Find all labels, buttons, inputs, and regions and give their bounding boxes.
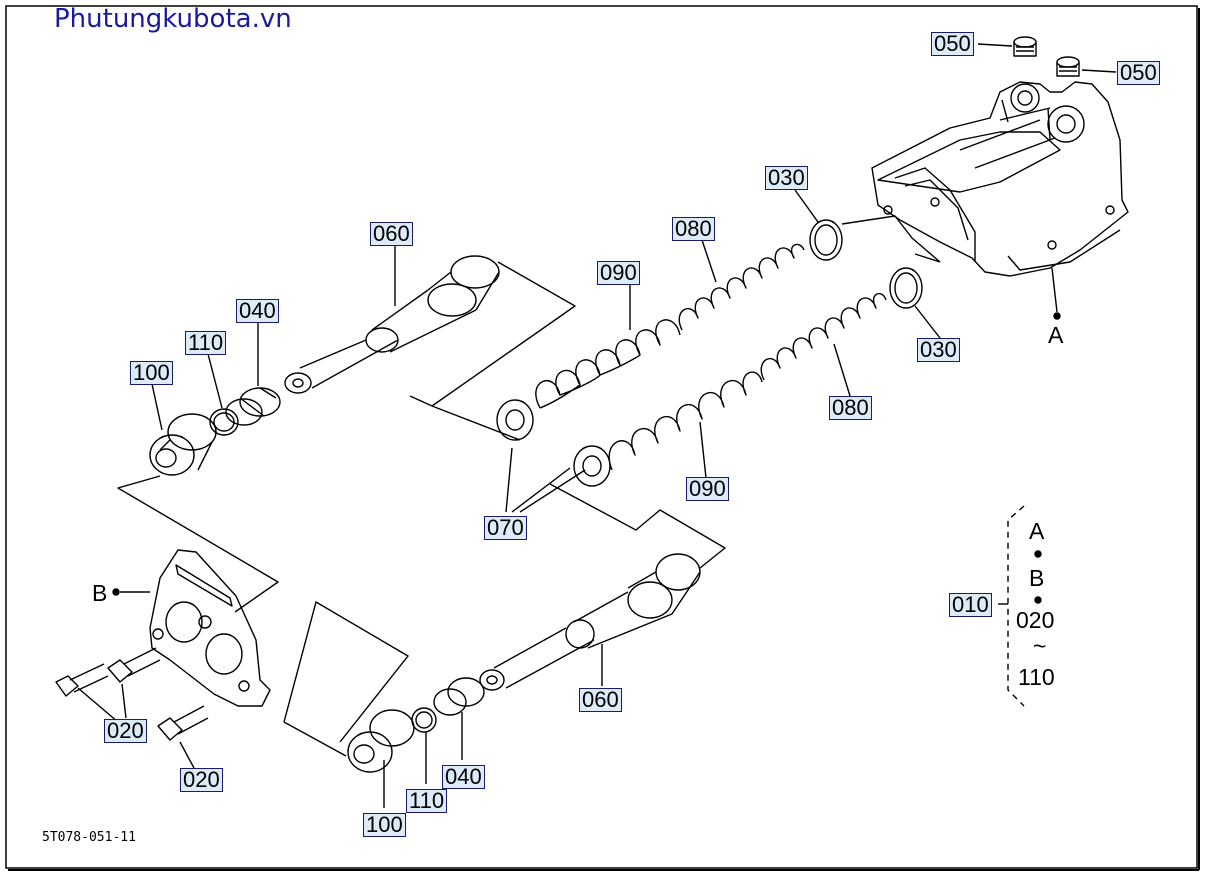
bolt-020-c [157, 705, 209, 741]
reference-letter-a: A [1048, 322, 1064, 348]
callout-060-upper[interactable]: 060 [370, 222, 413, 246]
spring-080-upper [678, 239, 805, 331]
valve-housing [871, 81, 1129, 313]
spring-090-upper [535, 284, 681, 409]
callout-040-lower[interactable]: 040 [442, 765, 485, 789]
ring-030-lower [889, 267, 923, 309]
callout-040-upper[interactable]: 040 [236, 299, 279, 323]
point-b-dot [112, 588, 120, 596]
callout-020-bottom[interactable]: 020 [180, 768, 223, 792]
callout-050-left[interactable]: 050 [931, 32, 974, 56]
spring-080-lower [760, 292, 887, 397]
cap-100-lower [347, 709, 415, 808]
diagram-code: 5T078-051-11 [42, 830, 136, 845]
callout-030-lower[interactable]: 030 [917, 338, 960, 362]
legend-range-tilde: ~ [1033, 633, 1047, 659]
callout-070[interactable]: 070 [484, 516, 527, 540]
washer-070-upper [496, 399, 534, 441]
callout-010[interactable]: 010 [949, 593, 992, 617]
legend-bracket [1007, 505, 1025, 707]
callout-110-lower[interactable]: 110 [406, 789, 448, 813]
spool-060-upper [284, 233, 500, 394]
legend-letter-b: B [1029, 565, 1045, 591]
callout-050-right[interactable]: 050 [1117, 61, 1160, 85]
plug-050-right [1056, 56, 1080, 77]
spool-060-lower [479, 553, 701, 691]
callout-110-upper[interactable]: 110 [185, 331, 227, 355]
washer-070-lower [573, 445, 611, 487]
callout-100-lower[interactable]: 100 [363, 813, 406, 837]
callout-090-upper[interactable]: 090 [597, 261, 640, 285]
callout-080-lower[interactable]: 080 [829, 396, 872, 420]
cover-plate [120, 549, 271, 707]
ring-030-upper [809, 219, 843, 261]
callout-080-upper[interactable]: 080 [672, 217, 715, 241]
callout-100-upper[interactable]: 100 [130, 361, 173, 385]
legend-letter-a: A [1029, 518, 1045, 544]
cap-100-upper [149, 383, 217, 476]
watermark-text: Phutungkubota.vn [54, 4, 292, 34]
plug-050-left [1013, 36, 1037, 57]
oring-110-upper [209, 408, 239, 436]
point-a-dot [1053, 312, 1061, 320]
callout-090-lower[interactable]: 090 [686, 477, 729, 501]
reference-letter-b: B [92, 580, 108, 606]
legend-range-start: 020 [1016, 607, 1055, 633]
callout-060-lower[interactable]: 060 [579, 688, 622, 712]
spring-090-lower [608, 371, 763, 479]
bolt-020-b [107, 647, 161, 683]
callout-020-left[interactable]: 020 [104, 719, 147, 743]
legend-range-end: 110 [1018, 664, 1055, 690]
callout-030-upper[interactable]: 030 [765, 166, 808, 190]
